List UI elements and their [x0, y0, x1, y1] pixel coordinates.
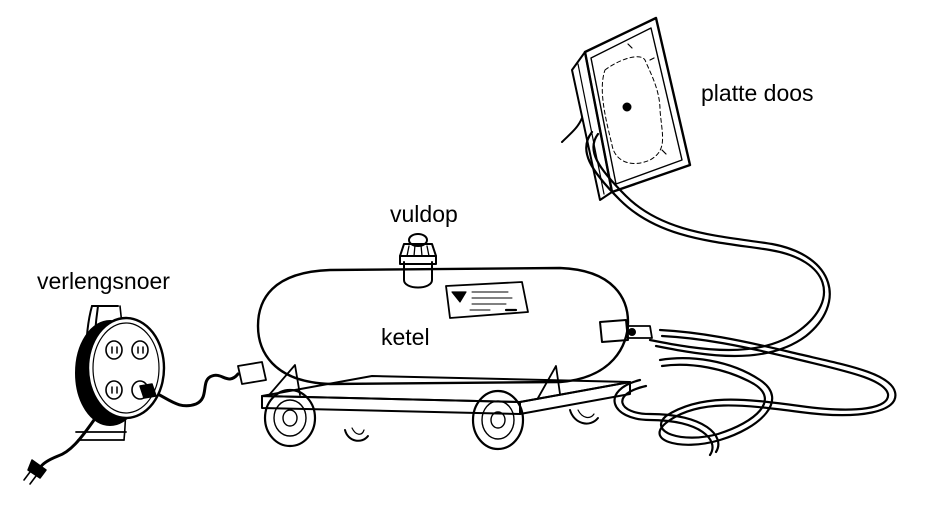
label-boiler: ketel — [381, 324, 430, 350]
power-cord — [152, 372, 240, 408]
wheel-icon — [471, 389, 525, 451]
label-flat-box: platte doos — [701, 80, 814, 106]
plug-icon — [23, 459, 47, 485]
hose — [585, 130, 897, 457]
wheel-icon — [569, 409, 599, 425]
tank-icon — [237, 233, 653, 386]
label-filler-cap: vuldop — [390, 201, 458, 227]
nameplate — [445, 281, 529, 319]
cart — [261, 364, 631, 451]
wheel-icon — [344, 427, 369, 442]
label-extension-cord: verlengsnoer — [37, 268, 170, 294]
filler-cap-icon — [399, 233, 437, 257]
flat-box-icon — [561, 16, 692, 201]
wheel-icon — [263, 388, 317, 448]
cable-reel-icon — [23, 305, 166, 485]
